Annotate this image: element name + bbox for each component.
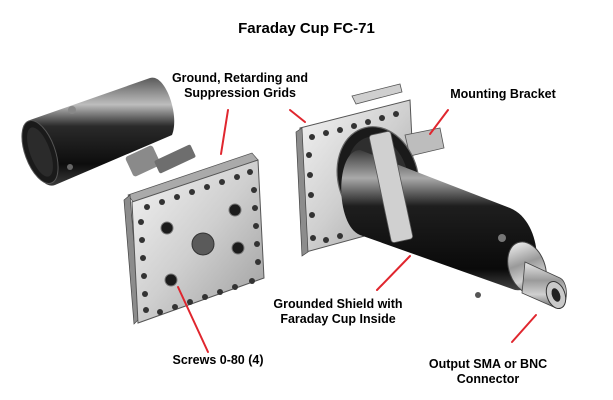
mounting-bracket: [351, 83, 403, 105]
left-faraday-cup-assembly: [21, 77, 265, 325]
label-output-line1: Output SMA or BNC: [428, 357, 548, 371]
label-grids-line1: Ground, Retarding and: [171, 71, 309, 85]
label-screws: Screws 0-80 (4): [158, 353, 278, 368]
leader-lines: [177, 109, 537, 353]
label-screws-text: Screws 0-80 (4): [172, 353, 264, 367]
label-grids-line2: Suppression Grids: [184, 86, 296, 100]
leader-grids-right: [289, 109, 306, 123]
leader-output-connector: [511, 314, 537, 343]
title: Faraday Cup FC-71: [238, 20, 375, 37]
label-mounting-bracket: Mounting Bracket: [443, 87, 563, 102]
label-mounting-bracket-text: Mounting Bracket: [450, 87, 556, 101]
label-output-connector: Output SMA or BNC Connector: [418, 357, 558, 387]
label-shield-line1: Grounded Shield with: [273, 297, 403, 311]
right-faraday-cup-assembly: [295, 83, 567, 310]
output-connector: [507, 241, 567, 310]
leader-shield: [376, 255, 411, 291]
label-output-line2: Connector: [456, 372, 520, 386]
label-shield-line2: Faraday Cup Inside: [280, 312, 396, 326]
label-shield: Grounded Shield with Faraday Cup Inside: [268, 297, 408, 327]
label-grids: Ground, Retarding and Suppression Grids: [165, 71, 315, 101]
leader-mounting-bracket: [429, 109, 449, 135]
leader-screws: [177, 286, 209, 353]
leader-grids-left: [220, 109, 229, 155]
